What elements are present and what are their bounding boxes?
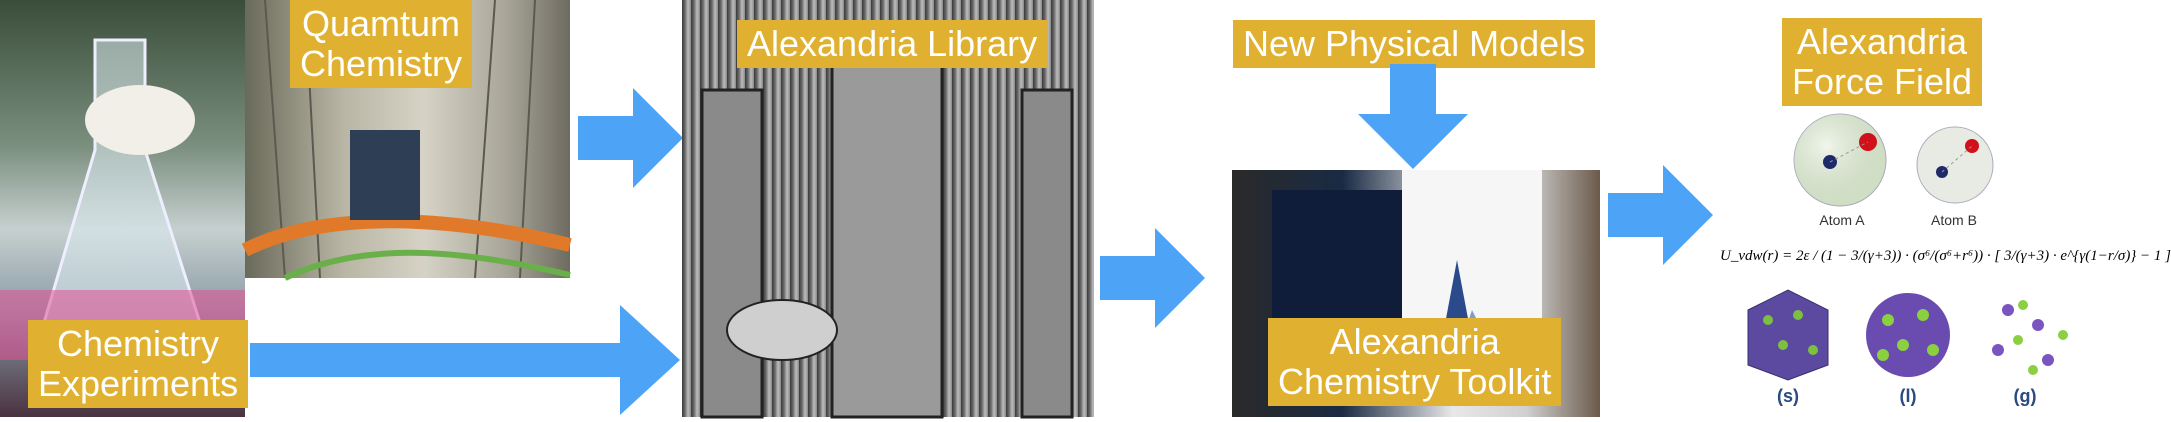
phase-solid-label: (s) xyxy=(1777,386,1799,406)
new-physical-models-label: New Physical Models xyxy=(1233,20,1596,68)
atom-a-label: Atom A xyxy=(1819,212,1865,228)
arrow-right-icon xyxy=(578,88,683,188)
chemistry-experiments-label: Chemistry Experiments xyxy=(28,320,249,408)
alexandria-chemistry-toolkit-label: Alexandria Chemistry Toolkit xyxy=(1268,318,1562,406)
quantum-chemistry-label: Quamtum Chemistry xyxy=(290,0,473,88)
columns-illustration xyxy=(700,58,1074,419)
alexandria-library-label: Alexandria Library xyxy=(737,20,1048,68)
arrow-right-icon xyxy=(1608,165,1713,265)
alexandria-library-engraving xyxy=(682,0,1094,419)
arrow-down-icon xyxy=(1358,64,1468,169)
alexandria-force-field-label: Alexandria Force Field xyxy=(1782,18,1983,106)
arrow-right-icon xyxy=(1100,228,1205,328)
vdw-formula: U_vdw(r) = 2ε / (1 − 3/(γ+3)) · (σ⁶/(σ⁶+… xyxy=(1720,248,2171,264)
phase-crystals-illustration xyxy=(1747,289,2068,381)
phase-liquid-label: (l) xyxy=(1899,386,1917,406)
atom-diagram xyxy=(1793,113,1994,207)
atom-b-label: Atom B xyxy=(1931,212,1977,228)
phase-gas-label: (g) xyxy=(2013,386,2037,406)
arrow-right-icon xyxy=(250,305,680,415)
